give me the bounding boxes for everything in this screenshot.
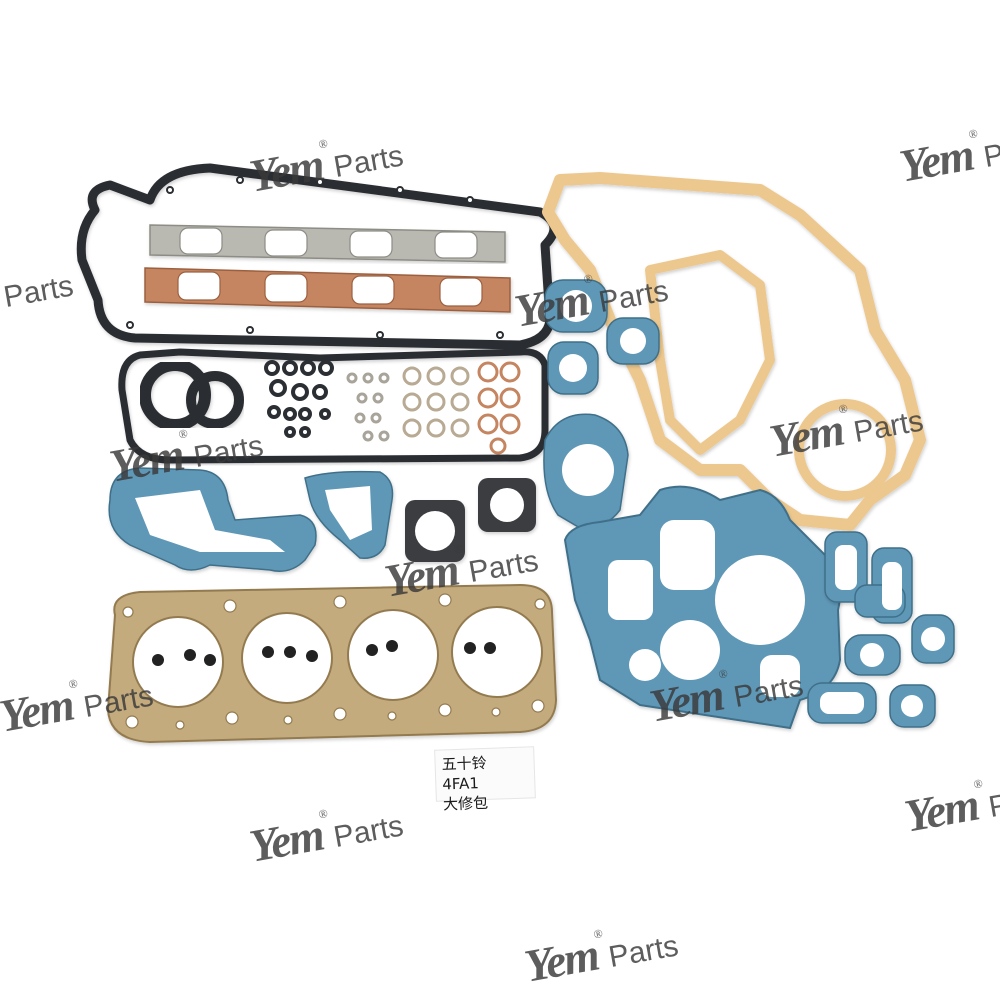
- crush-washers: [346, 361, 521, 455]
- crank-oil-seals: [139, 359, 244, 431]
- cylinder-head-gasket: [106, 583, 558, 744]
- front-plate-gasket: [563, 485, 842, 730]
- label-line-2: 大修包: [442, 793, 489, 814]
- blue-small-gaskets: [543, 279, 660, 529]
- valve-stem-seals: [152, 640, 496, 666]
- rubber-o-rings: [264, 360, 334, 438]
- rocker-cover-gasket: [118, 348, 549, 464]
- thermostat-housing-gasket: [304, 470, 394, 559]
- oil-cooler-gaskets: [807, 531, 955, 728]
- label-line-1: 五十铃 4FA1: [441, 753, 487, 794]
- water-pump-gasket: [108, 467, 317, 572]
- valve-cover-bolt-holes: [126, 176, 504, 339]
- exhaust-manifold-gasket: [149, 224, 506, 263]
- graphite-gaskets: [405, 478, 536, 562]
- intake-manifold-gasket: [144, 267, 511, 313]
- valve-cover-gasket: [76, 163, 559, 350]
- part-label-tag: 五十铃 4FA1 大修包: [434, 746, 536, 813]
